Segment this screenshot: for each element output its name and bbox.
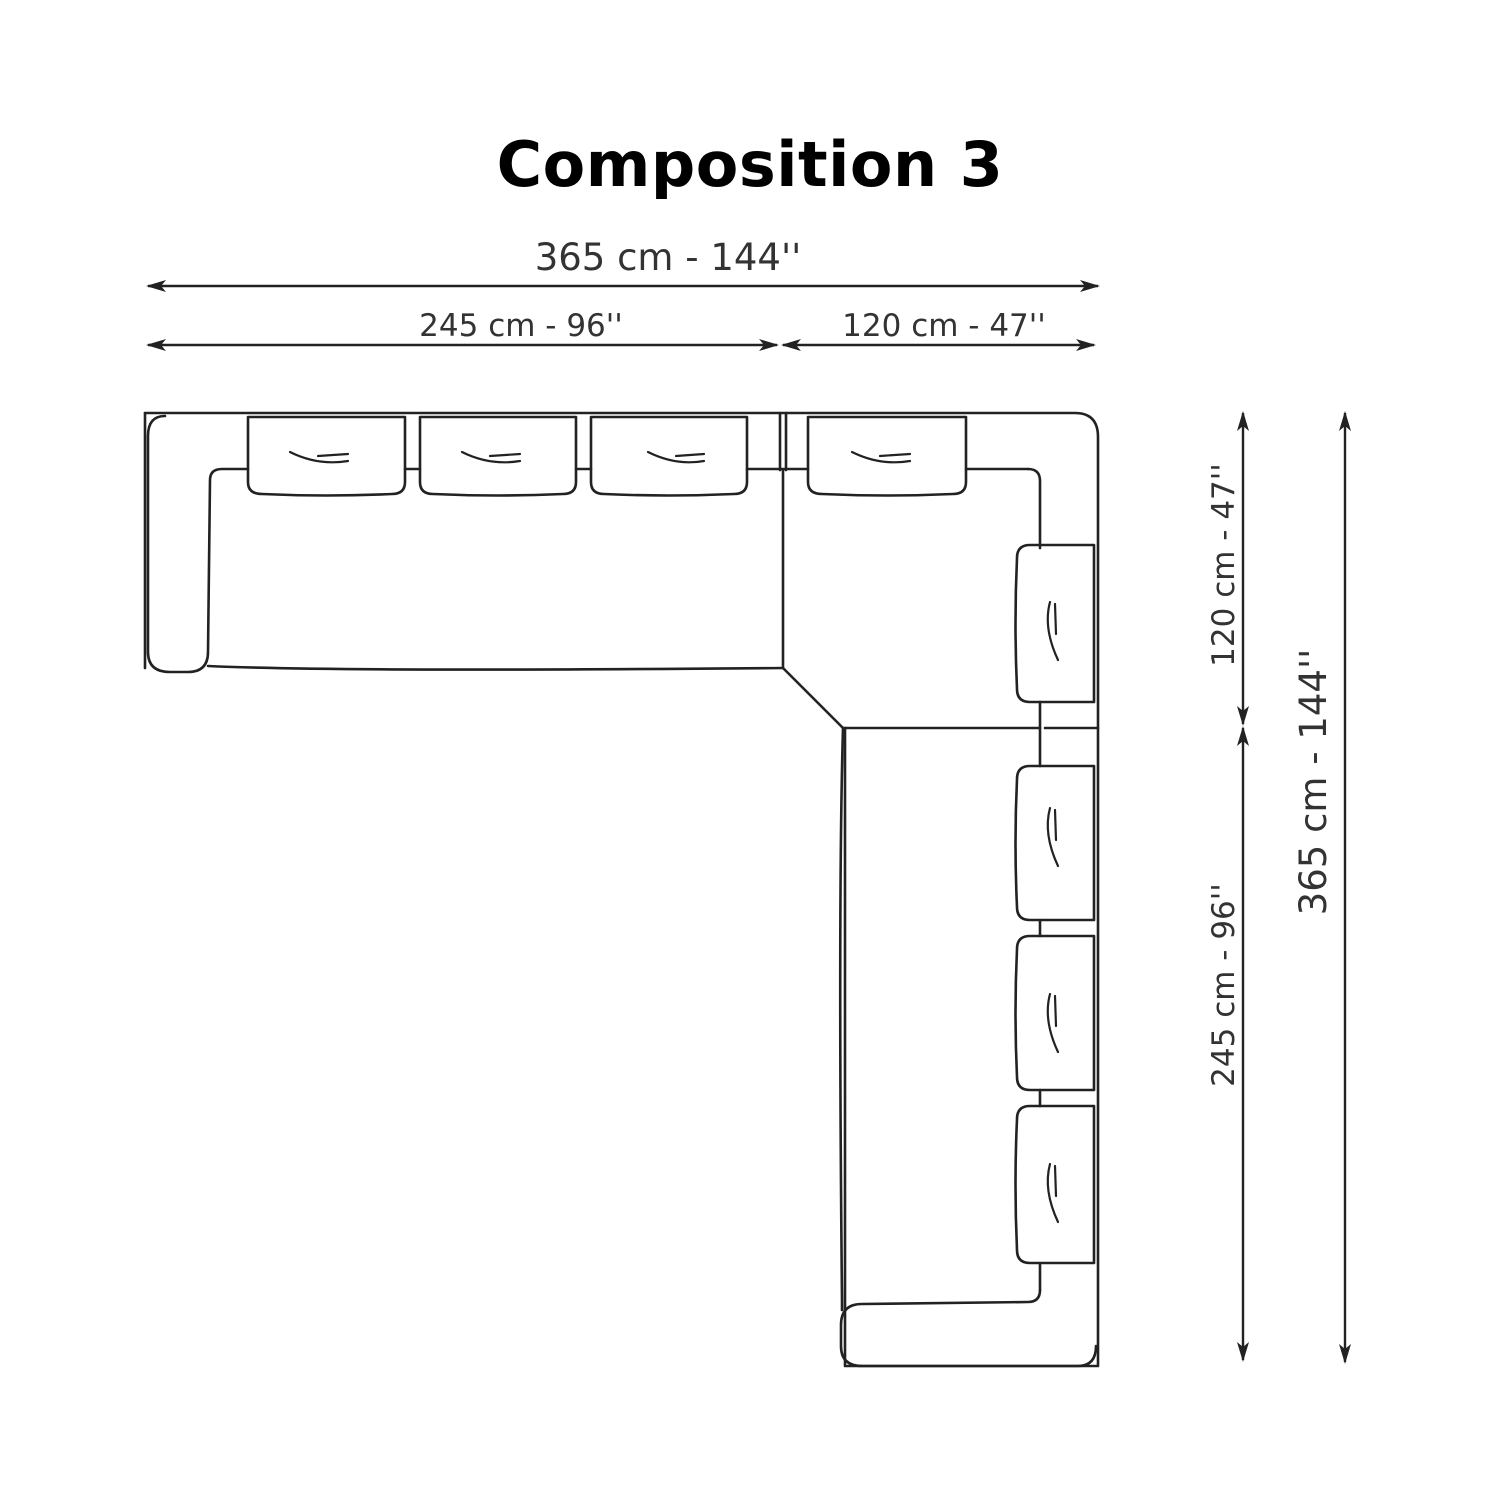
dimension-right-lower: 245 cm - 96''	[1206, 726, 1249, 1362]
dimension-top-left: 245 cm - 96''	[146, 308, 779, 351]
dimension-label-right-lower: 245 cm - 96''	[1206, 883, 1242, 1087]
cushion-crease	[288, 450, 350, 464]
page-title: Composition 3	[496, 128, 1004, 201]
sofa-outline	[143, 411, 1100, 1368]
dimension-label-right-upper: 120 cm - 47''	[1206, 463, 1242, 667]
dimension-right-total: 365 cm - 144''	[1292, 411, 1351, 1364]
dimension-top-right: 120 cm - 47''	[781, 308, 1096, 351]
back-cushion-1	[246, 415, 407, 497]
dimension-right-upper: 120 cm - 47''	[1206, 411, 1249, 726]
sofa-outer-boundary	[143, 411, 1100, 1368]
back-cushion-7	[1014, 934, 1096, 1092]
module-divider-horizontal	[778, 411, 785, 670]
back-cushions-vertical	[1014, 543, 1096, 1265]
dimension-label-top-left: 245 cm - 96''	[419, 308, 623, 344]
dimension-label-right-total: 365 cm - 144''	[1292, 649, 1335, 916]
horizontal-seat-front	[206, 664, 785, 671]
dimension-label-top-right: 120 cm - 47''	[842, 308, 1046, 344]
back-cushion-5	[1014, 543, 1096, 704]
back-cushion-4	[806, 415, 968, 497]
corner-diagonal	[781, 666, 845, 730]
dimension-label-top-total: 365 cm - 144''	[535, 236, 802, 279]
back-cushions-horizontal	[246, 415, 968, 497]
dimension-top-total: 365 cm - 144''	[146, 236, 1100, 292]
left-armrest	[146, 414, 250, 674]
back-cushion-8	[1014, 1104, 1096, 1265]
vertical-seat-front	[838, 726, 845, 1312]
back-cushion-2	[418, 415, 578, 497]
vertical-backrest-inner	[1026, 467, 1042, 550]
back-cushion-3	[589, 415, 749, 497]
bottom-armrest	[839, 1288, 1098, 1368]
back-cushion-6	[1014, 764, 1096, 922]
